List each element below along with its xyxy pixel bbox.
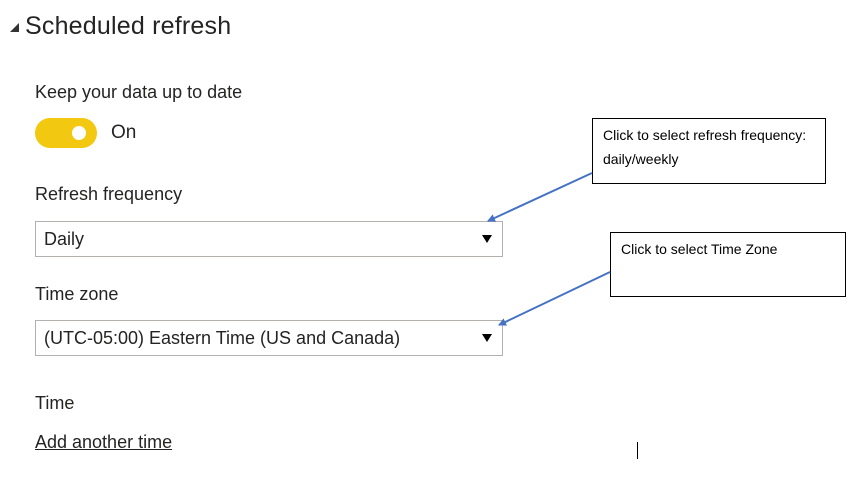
callout-refresh-frequency: Click to select refresh frequency: daily… — [592, 118, 826, 184]
keep-data-up-to-date-label: Keep your data up to date — [35, 82, 243, 102]
refresh-toggle[interactable] — [35, 118, 97, 148]
toggle-knob — [72, 126, 86, 140]
caret-down-icon — [482, 334, 492, 342]
caret-down-icon — [482, 235, 492, 243]
toggle-state-label: On — [111, 122, 137, 143]
refresh-toggle-row: On — [35, 118, 136, 148]
triangle-collapse-icon[interactable] — [10, 23, 19, 32]
arrow-to-time-zone-dropdown — [498, 271, 611, 326]
time-zone-value: (UTC-05:00) Eastern Time (US and Canada) — [44, 327, 401, 348]
time-zone-label: Time zone — [35, 284, 119, 304]
arrow-to-frequency-dropdown — [487, 172, 593, 222]
refresh-frequency-value: Daily — [44, 228, 85, 249]
section-header[interactable]: Scheduled refresh — [10, 12, 231, 41]
time-zone-dropdown[interactable]: (UTC-05:00) Eastern Time (US and Canada) — [35, 320, 503, 356]
section-title: Scheduled refresh — [25, 12, 232, 40]
refresh-frequency-label: Refresh frequency — [35, 184, 183, 204]
refresh-frequency-dropdown[interactable]: Daily — [35, 221, 503, 257]
callout-refresh-frequency-text: Click to select refresh frequency: daily… — [603, 127, 807, 167]
callout-time-zone-text: Click to select Time Zone — [621, 241, 778, 257]
time-label: Time — [35, 393, 75, 413]
add-another-time-link[interactable]: Add another time — [35, 432, 173, 452]
text-cursor — [637, 442, 638, 459]
callout-time-zone: Click to select Time Zone — [610, 232, 846, 297]
